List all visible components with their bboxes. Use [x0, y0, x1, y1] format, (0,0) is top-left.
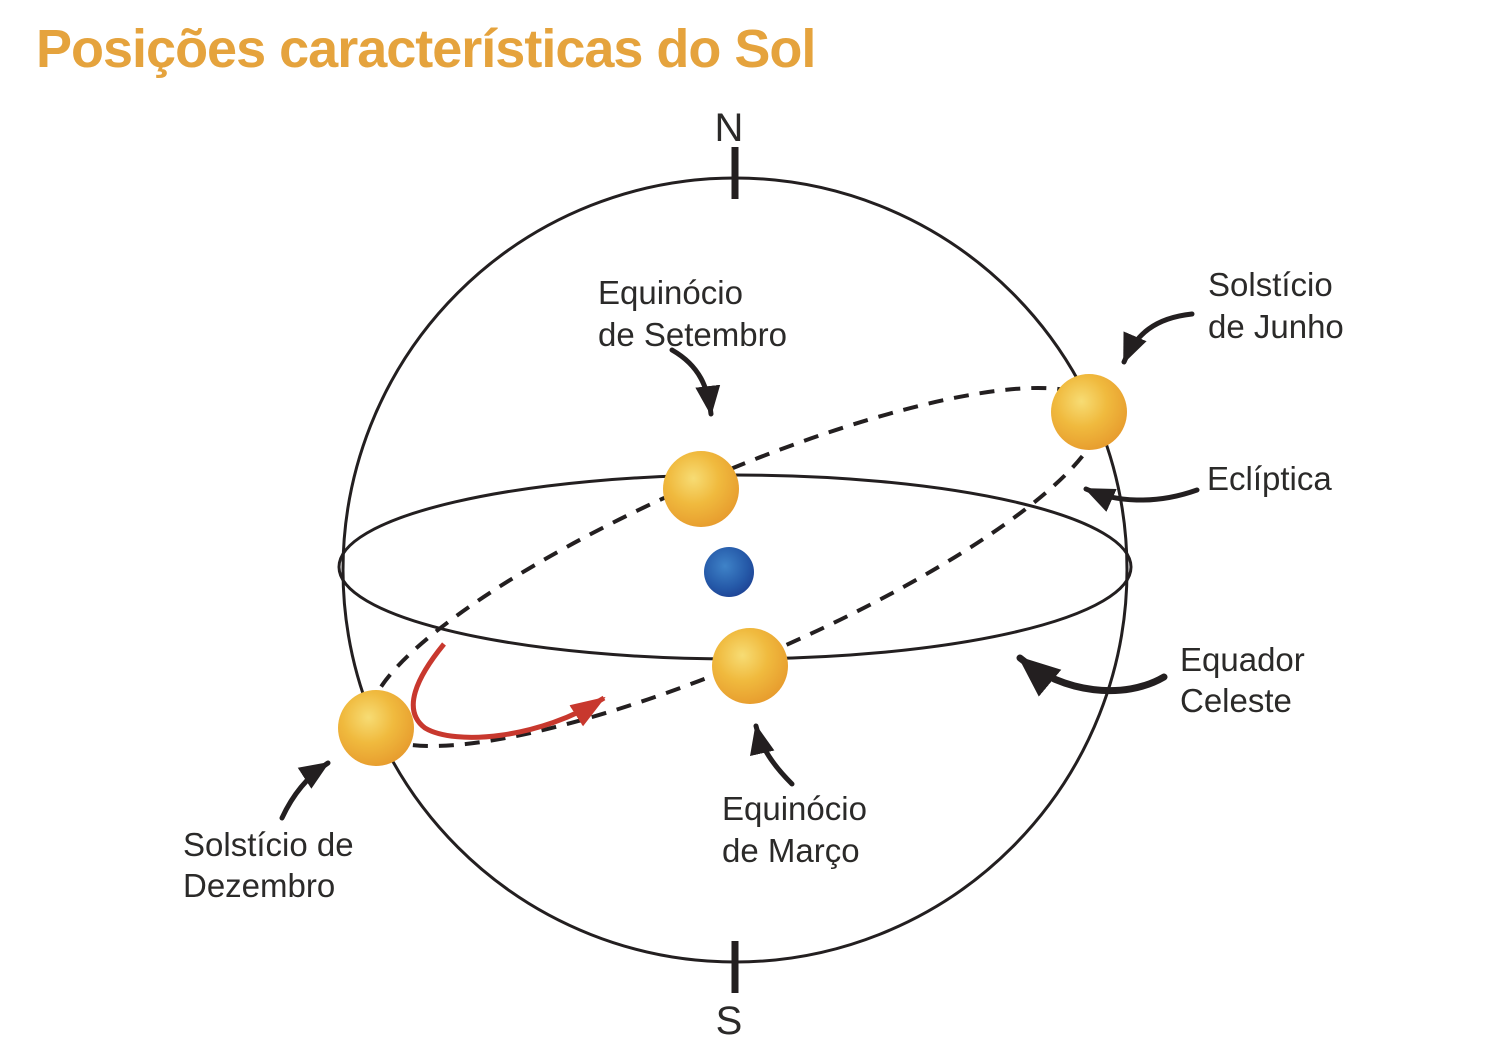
svg-text:Solstício de: Solstício de	[183, 826, 354, 863]
arrow-december-solstice	[279, 760, 331, 821]
north-label: N	[715, 106, 744, 150]
svg-text:Equador: Equador	[1180, 641, 1305, 678]
svg-text:Eclíptica: Eclíptica	[1207, 460, 1332, 497]
sun-june-solstice-icon	[1051, 374, 1127, 450]
label-june-solstice: Solstício de Junho	[1208, 266, 1344, 345]
label-ecliptic: Eclíptica	[1207, 460, 1332, 497]
label-celestial-equator: Equador Celeste	[1180, 641, 1305, 719]
svg-text:Dezembro: Dezembro	[183, 867, 335, 904]
svg-text:Equinócio: Equinócio	[598, 274, 743, 311]
svg-text:de Setembro: de Setembro	[598, 316, 787, 353]
label-march-equinox: Equinócio de Março	[722, 790, 867, 869]
south-label: S	[716, 999, 743, 1043]
svg-text:Solstício: Solstício	[1208, 266, 1333, 303]
svg-text:de Junho: de Junho	[1208, 308, 1344, 345]
svg-text:Equinócio: Equinócio	[722, 790, 867, 827]
arrow-march-equinox	[750, 723, 795, 787]
arrow-june-solstice	[1121, 311, 1195, 365]
page-title: Posições características do Sol	[36, 19, 816, 79]
svg-text:Celeste: Celeste	[1180, 682, 1292, 719]
label-december-solstice: Solstício de Dezembro	[183, 826, 354, 904]
sun-december-solstice-icon	[338, 690, 414, 766]
arrow-celestial-equator	[1016, 654, 1168, 697]
arrow-september-equinox	[669, 347, 721, 417]
earth-icon	[704, 547, 754, 597]
sun-motion-arrow	[410, 642, 606, 740]
sun-september-equinox-icon	[663, 451, 739, 527]
sun-march-equinox-icon	[712, 628, 788, 704]
label-september-equinox: Equinócio de Setembro	[598, 274, 787, 353]
svg-text:de Março: de Março	[722, 832, 860, 869]
arrow-ecliptic	[1083, 486, 1200, 512]
